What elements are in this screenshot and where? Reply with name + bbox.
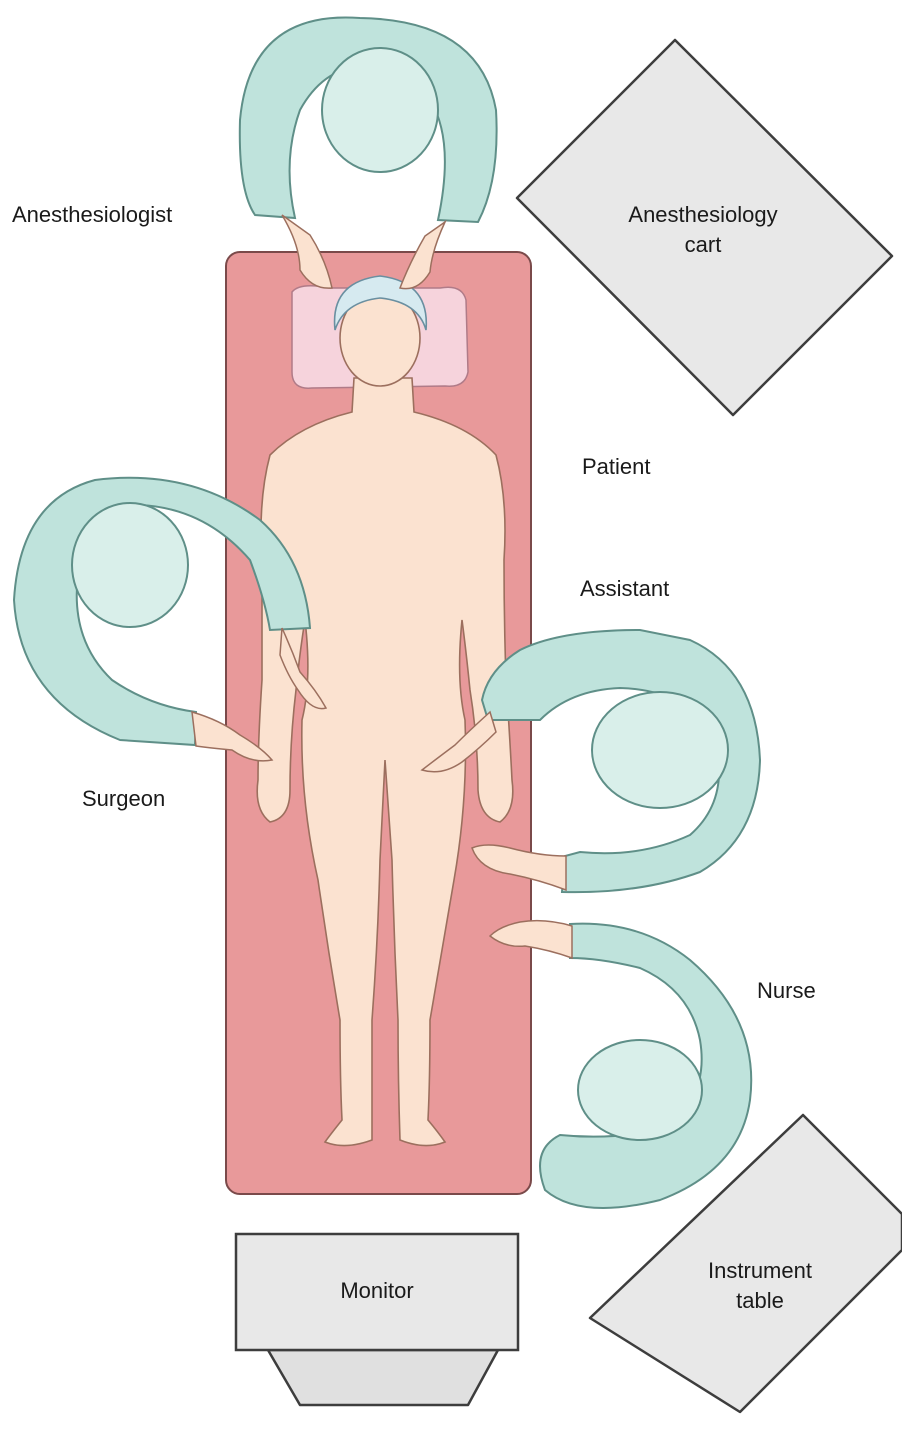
anesthesiology-cart-label-2: cart	[685, 232, 722, 257]
nurse-label: Nurse	[757, 978, 816, 1003]
anesthesiologist-label: Anesthesiologist	[12, 202, 172, 227]
anesthesiology-cart: Anesthesiology cart	[517, 40, 892, 415]
monitor-label: Monitor	[340, 1278, 413, 1303]
patient-label: Patient	[582, 454, 651, 479]
instrument-table-label-1: Instrument	[708, 1258, 812, 1283]
assistant-label: Assistant	[580, 576, 669, 601]
surgeon-label: Surgeon	[82, 786, 165, 811]
instrument-table-label-2: table	[736, 1288, 784, 1313]
monitor: Monitor	[236, 1234, 518, 1405]
anesthesiologist-figure	[240, 17, 497, 288]
anesthesiology-cart-label-1: Anesthesiology	[628, 202, 777, 227]
